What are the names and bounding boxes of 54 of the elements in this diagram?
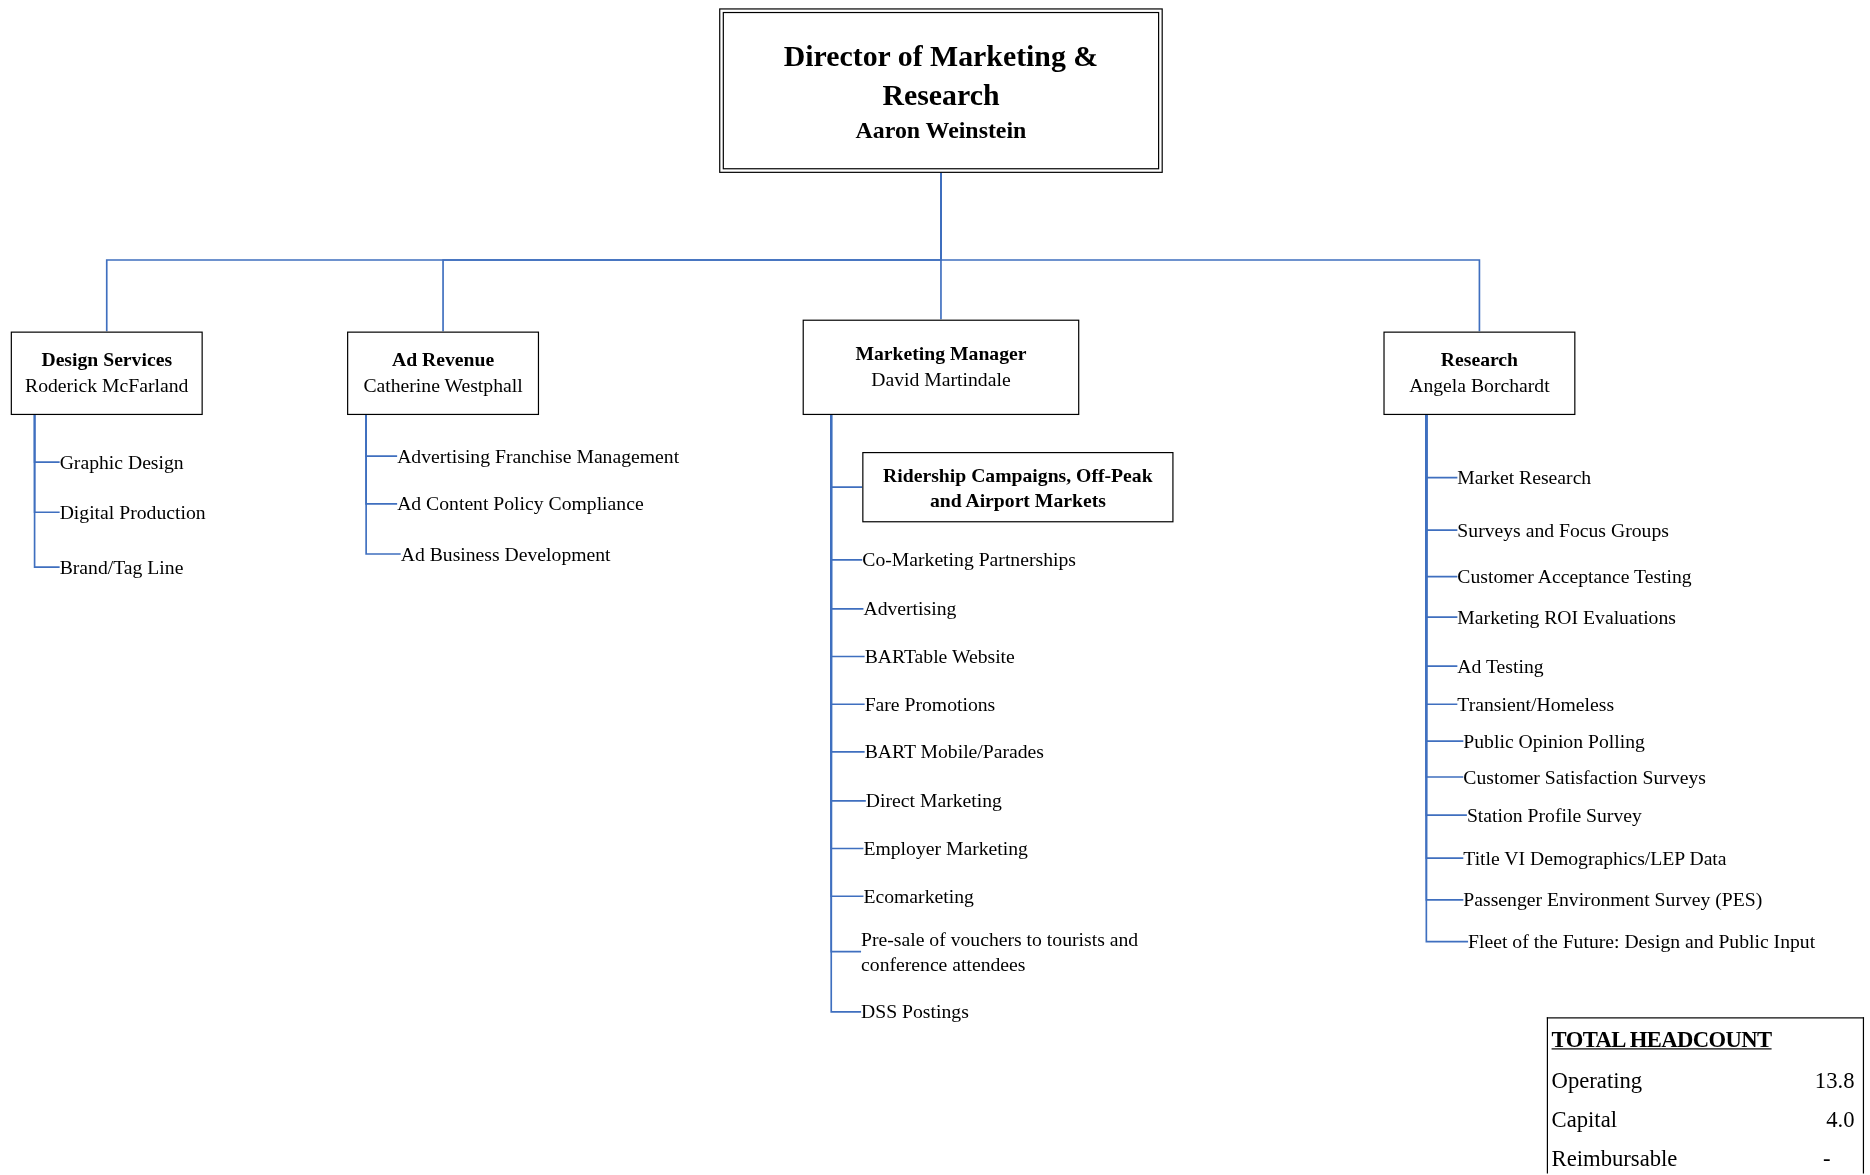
role-text: Co-Marketing Partnerships: [862, 547, 1125, 573]
role-text: Brand/Tag Line: [59, 554, 227, 580]
role-text: Fleet of the Future: Design and Public Input: [1468, 929, 1862, 955]
role-text: Employer Marketing: [863, 836, 1067, 862]
value-text: -: [1823, 1145, 1831, 1174]
connector-line: [365, 414, 402, 555]
row-label: Reimbursable: [1551, 1145, 1678, 1174]
role-text: Market Research: [1457, 465, 1649, 491]
role-text: Customer Satisfaction Surveys: [1463, 764, 1750, 790]
title-text: Ad Revenue: [391, 347, 495, 373]
role-text: Advertising Franchise Management: [397, 443, 720, 469]
director-box: [719, 8, 1163, 173]
role-text: Ad Testing: [1457, 653, 1589, 679]
role-text: Direct Marketing: [865, 788, 1045, 814]
title-text: Ridership Campaigns, Off-Peak and Airport Markets: [882, 462, 1154, 513]
role-text: Ad Content Policy Compliance: [397, 491, 684, 517]
role-text: Advertising: [863, 596, 1007, 622]
role-text: Surveys and Focus Groups: [1457, 517, 1708, 543]
role-text: Fare Promotions: [864, 691, 1032, 717]
role-text: Public Opinion Polling: [1463, 728, 1690, 754]
value-text: 13.8: [1814, 1066, 1855, 1095]
name-text: Roderick McFarland: [25, 373, 189, 400]
role-text: Graphic Design: [59, 449, 227, 475]
row-label: Operating: [1551, 1066, 1643, 1095]
unit-box: [1383, 331, 1576, 416]
role-text: Customer Acceptance Testing: [1457, 564, 1732, 590]
role-text: Marketing ROI Evaluations: [1457, 604, 1720, 630]
program-box: [862, 452, 1174, 523]
title-text: Marketing Manager: [855, 341, 1027, 367]
title-text: Director of Marketing & Research: [782, 38, 1100, 113]
role-text: Title VI Demographics/LEP Data: [1463, 845, 1774, 871]
connector-line: [33, 414, 61, 568]
role-text: Transient/Homeless: [1457, 691, 1661, 717]
name-text: Catherine Westphall: [363, 373, 523, 400]
role-text: Station Profile Survey: [1466, 802, 1694, 828]
role-text: Digital Production: [59, 499, 239, 525]
role-text: Pre-sale of vouchers to tourists and conference attendees: [861, 926, 1174, 977]
name-text: Aaron Weinstein: [854, 115, 1028, 146]
role-text: BART Mobile/Parades: [864, 739, 1080, 765]
name-text: Angela Borchardt: [1409, 373, 1550, 400]
name-text: David Martindale: [871, 367, 1011, 394]
role-text: DSS Postings: [861, 999, 1005, 1025]
unit-box: [10, 331, 203, 416]
table-heading: TOTAL HEADCOUNT: [1551, 1025, 1772, 1054]
unit-box: [802, 319, 1080, 416]
role-text: Ad Business Development: [400, 541, 652, 567]
title-text: Design Services: [41, 347, 173, 373]
role-text: Passenger Environment Survey (PES): [1463, 887, 1810, 913]
title-text: Research: [1440, 347, 1519, 373]
value-text: 4.0: [1826, 1105, 1855, 1134]
role-text: BARTable Website: [864, 644, 1056, 670]
role-text: Ecomarketing: [863, 883, 1019, 909]
unit-box: [347, 331, 540, 416]
row-label: Capital: [1551, 1105, 1618, 1134]
